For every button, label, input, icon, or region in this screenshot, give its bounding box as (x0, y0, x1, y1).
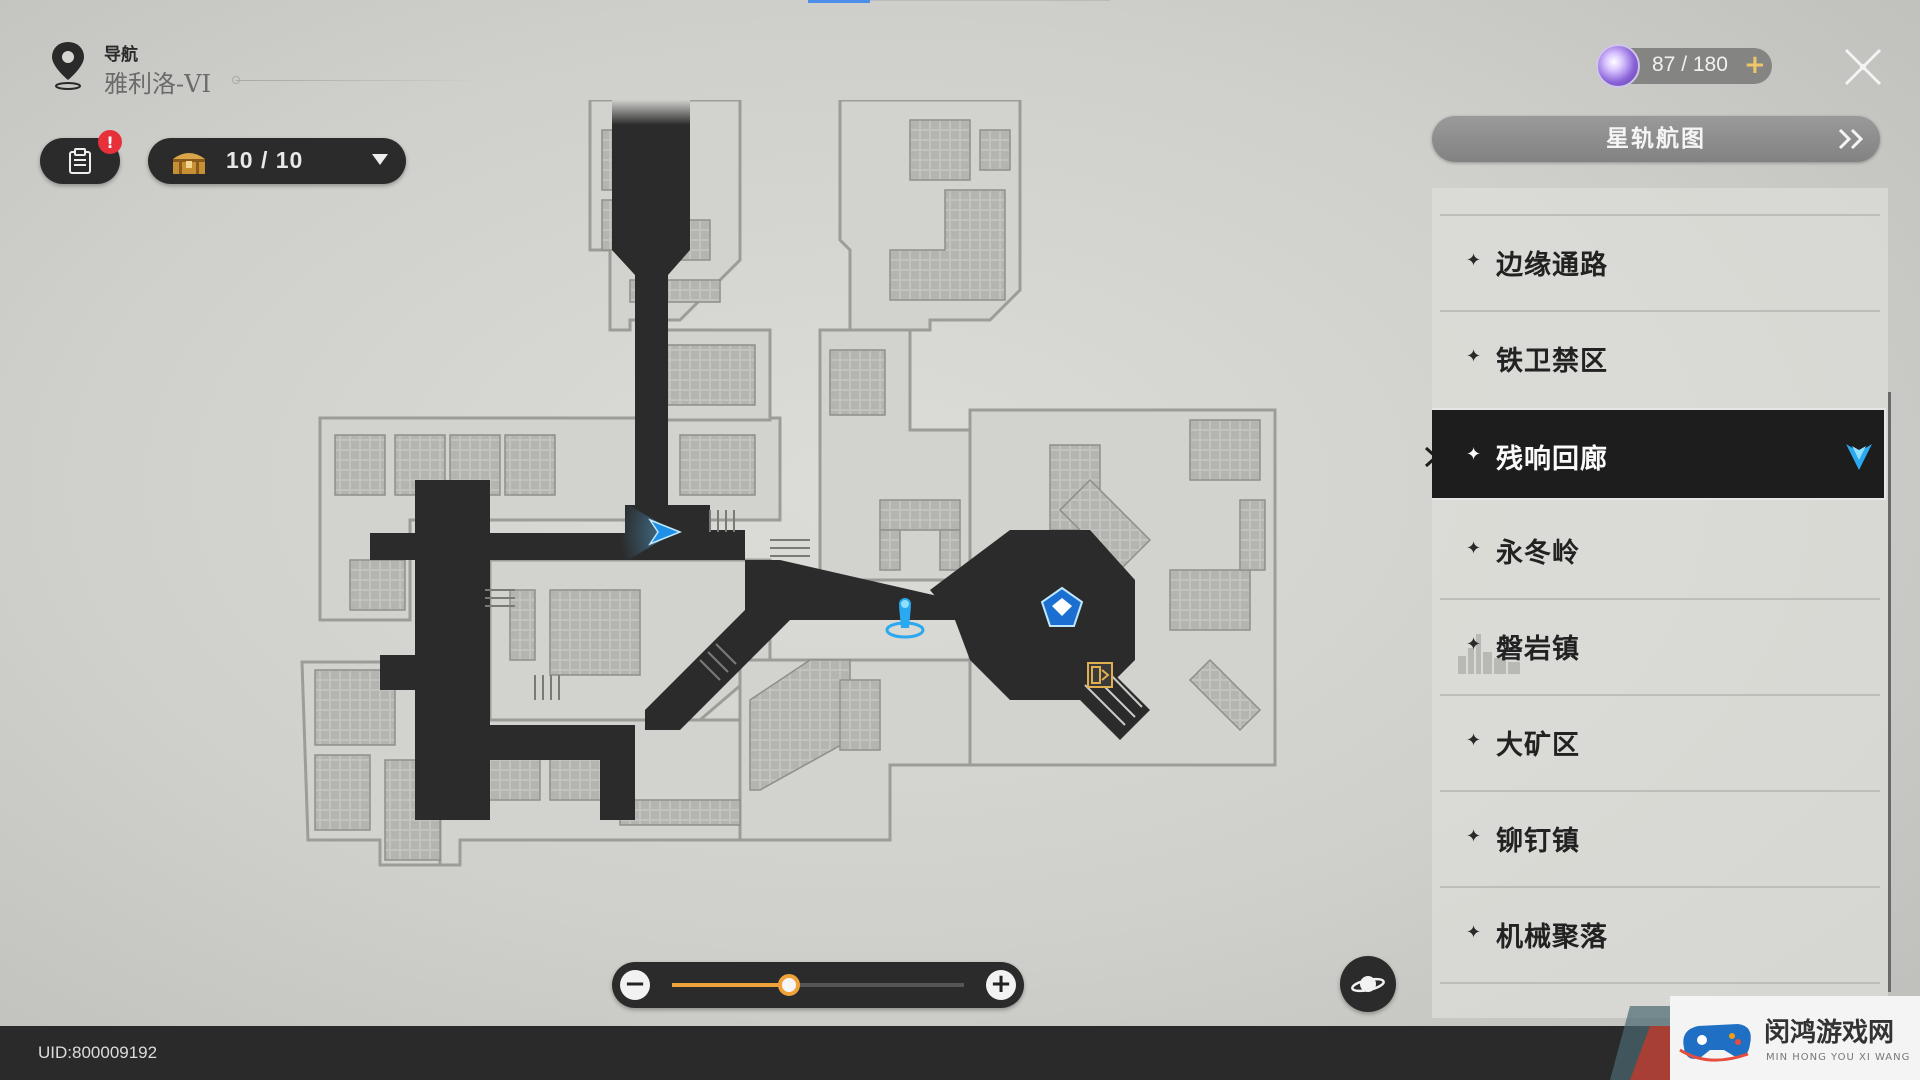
nav-label: 导航 (104, 45, 138, 65)
zoom-in-button[interactable]: + (986, 970, 1016, 1000)
list-divider (1440, 598, 1880, 600)
treasure-chest-counter[interactable]: 10 / 10 (148, 138, 406, 184)
area-item-label: 边缘通路 (1496, 250, 1608, 281)
list-divider (1440, 694, 1880, 696)
zoom-slider-fill (672, 983, 789, 987)
close-icon[interactable] (1840, 44, 1886, 90)
area-item-great-mine[interactable]: ✦ 大矿区 (1432, 696, 1886, 788)
list-scrollbar[interactable] (1888, 392, 1891, 992)
area-item-robot-settlement[interactable]: ✦ 机械聚落 (1432, 888, 1886, 980)
area-item-label: 机械聚落 (1496, 922, 1608, 953)
bottom-bar: UID:800009192 (0, 1026, 1920, 1080)
list-divider (1440, 214, 1880, 216)
watermark-decor (1610, 1006, 1680, 1080)
zoom-out-button[interactable]: − (620, 970, 650, 1000)
area-item-edge-passage[interactable]: ✦ 边缘通路 (1432, 216, 1886, 308)
player-view-cone (620, 500, 675, 565)
star-bullet-icon: ✦ (1466, 250, 1482, 271)
watermark: 闵鸿游戏网 MIN HONG YOU XI WANG (1670, 996, 1920, 1080)
area-item-label: 铆钉镇 (1496, 826, 1580, 857)
area-item-everwinter-hill[interactable]: ✦ 永冬岭 (1432, 504, 1886, 596)
calyx-marker-icon[interactable] (1040, 586, 1084, 627)
area-item-label: 铁卫禁区 (1496, 346, 1608, 377)
star-bullet-icon: ✦ (1466, 730, 1482, 751)
map-canvas[interactable] (290, 100, 1290, 880)
star-bullet-icon: ✦ (1466, 922, 1482, 943)
city-silhouette-decor (1458, 634, 1520, 674)
area-item-label: 大矿区 (1496, 730, 1580, 761)
current-location: 雅利洛-VI (104, 70, 211, 98)
top-accent-bar (808, 0, 870, 3)
map-pin-icon (52, 42, 84, 90)
add-power-button[interactable]: + (1744, 50, 1766, 80)
area-item-label: 残响回廊 (1496, 444, 1608, 475)
navigation-header: 导航 雅利洛-VI (48, 36, 486, 100)
player-uid: UID:800009192 (38, 1043, 158, 1062)
treasure-chest-icon (173, 153, 205, 174)
area-item-silvermane-guard-restricted-zone[interactable]: ✦ 铁卫禁区 (1432, 312, 1886, 404)
star-rail-map-label: 星轨航图 (1606, 126, 1706, 152)
list-divider (1440, 886, 1880, 888)
star-bullet-icon: ✦ (1466, 826, 1482, 847)
map-building-details (314, 119, 1266, 861)
star-bullet-icon: ✦ (1466, 634, 1482, 655)
double-chevron-right-icon (1838, 128, 1864, 150)
area-list[interactable]: ✦ 边缘通路 ✦ 铁卫禁区 ✦ 残响回廊 ✦ 永冬岭 ✦ 磐岩镇 ✦ 大矿区 ✦… (1432, 188, 1888, 1018)
planet-icon (1351, 976, 1385, 993)
trailblaze-power-value: 87 / 180 (1652, 53, 1728, 76)
area-item-label: 永冬岭 (1496, 538, 1580, 569)
planet-switch-button[interactable] (1340, 956, 1396, 1012)
gamepad-logo-icon (1679, 1024, 1751, 1062)
current-location-marker-icon (1846, 444, 1872, 470)
location-underline (236, 80, 486, 81)
top-accent-line (870, 0, 1110, 1)
trailblaze-power-icon (1596, 44, 1640, 88)
zoom-slider-track[interactable] (672, 974, 964, 996)
chest-count: 10 / 10 (226, 147, 304, 173)
space-anchor-icon[interactable] (885, 598, 925, 639)
star-rail-map-button[interactable]: 星轨航图 (1432, 116, 1880, 162)
player-position-arrow-icon (648, 518, 683, 546)
list-divider (1440, 310, 1880, 312)
exit-door-icon[interactable] (1087, 662, 1113, 688)
star-bullet-icon: ✦ (1466, 444, 1482, 465)
list-divider (1440, 790, 1880, 792)
list-divider (1440, 982, 1880, 984)
area-item-label: 磐岩镇 (1496, 634, 1580, 665)
area-item-rivet-town[interactable]: ✦ 铆钉镇 (1432, 792, 1886, 884)
zoom-control[interactable]: − + (612, 962, 1024, 1008)
watermark-subtitle: MIN HONG YOU XI WANG (1766, 1052, 1911, 1063)
notification-badge: ! (98, 130, 122, 154)
chevron-down-icon[interactable] (372, 154, 388, 165)
star-bullet-icon: ✦ (1466, 538, 1482, 559)
star-bullet-icon: ✦ (1466, 346, 1482, 367)
watermark-title: 闵鸿游戏网 (1764, 1018, 1895, 1048)
zoom-slider-thumb[interactable] (777, 974, 800, 996)
area-item-corridor-of-fading-echoes[interactable]: ✦ 残响回廊 (1432, 408, 1886, 500)
clipboard-icon (69, 148, 91, 174)
trailblaze-power-display[interactable]: 87 / 180 + (1596, 44, 1772, 88)
map-stairs (485, 510, 810, 700)
selection-indicator-icon (1424, 446, 1444, 468)
area-item-boulder-town[interactable]: ✦ 磐岩镇 (1432, 600, 1886, 692)
